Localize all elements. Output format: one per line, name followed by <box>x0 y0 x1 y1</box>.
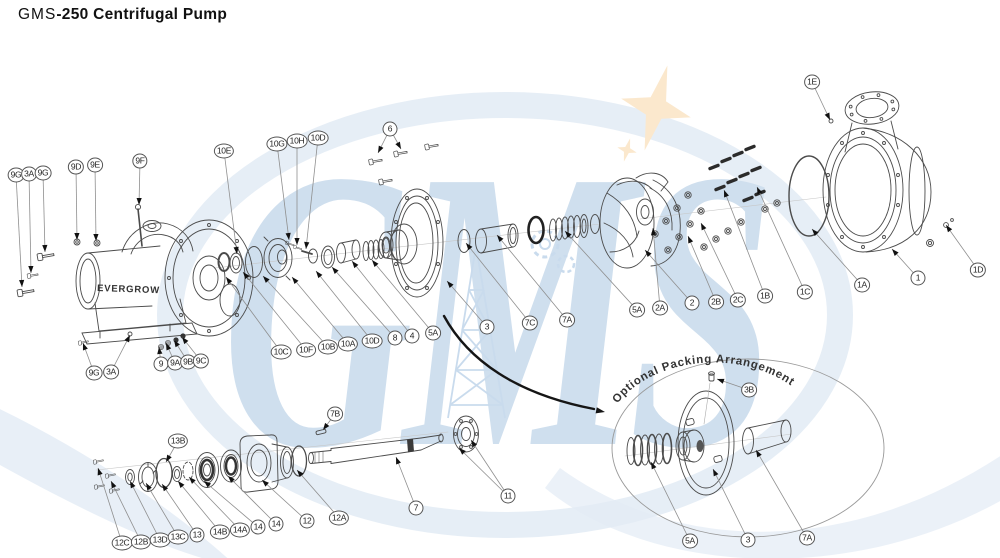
pump-shaft <box>308 433 444 464</box>
seal-housing-parts <box>217 236 390 281</box>
ball-bearing <box>453 415 479 453</box>
title-model: -250 Centrifugal Pump <box>56 6 228 23</box>
gear-graphic <box>530 229 576 274</box>
impeller <box>599 172 681 269</box>
packing-rings <box>626 432 673 467</box>
packing-gland <box>675 390 735 496</box>
page-title: GMS-250 Centrifugal Pump <box>18 6 227 24</box>
watermark-text: GMS <box>222 89 767 532</box>
title-brand: GMS <box>18 6 57 23</box>
gland-plug <box>703 371 715 425</box>
watermark-ring <box>157 92 853 538</box>
discharge-flange-holes <box>848 93 896 123</box>
shaft-key <box>315 428 327 436</box>
watermark-swoosh-bottom-right <box>545 456 1000 558</box>
star-sparkle-icon <box>621 65 691 151</box>
casing-bolt-holes <box>826 131 900 249</box>
bearing-frame-parts <box>92 415 479 494</box>
adapter-plate <box>378 188 444 298</box>
detail-view-arrow <box>442 314 605 414</box>
packing-sleeve <box>742 419 792 455</box>
motor-bracket-assembly: EVERGROW <box>75 219 254 345</box>
motor-brand-label: EVERGROW <box>97 283 160 296</box>
casing-gasket <box>788 155 830 237</box>
mounting-fasteners <box>16 203 186 350</box>
watermark: GMS <box>0 65 1000 558</box>
star-sparkle-small-icon <box>617 138 637 162</box>
pump-casing <box>822 91 954 253</box>
